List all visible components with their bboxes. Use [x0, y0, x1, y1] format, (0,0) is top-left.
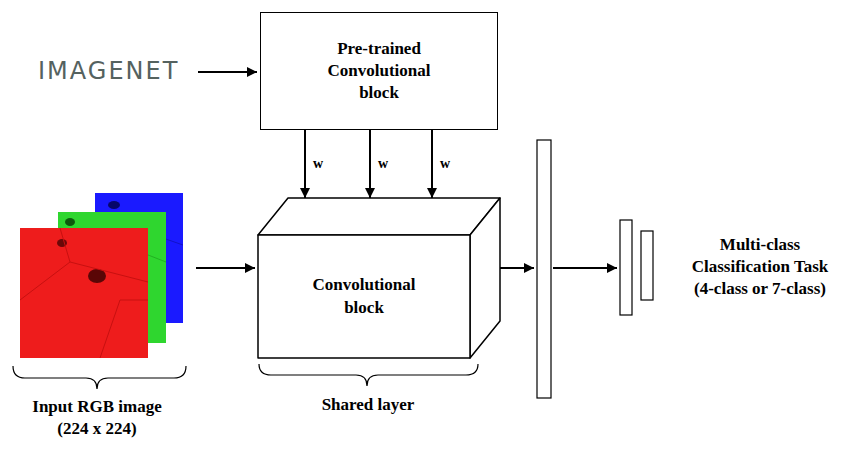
block-title: Pre-trained Convolutional block: [314, 38, 444, 104]
task-label: Multi-class Classification Task (4-class…: [680, 234, 840, 300]
dense-layer: [620, 220, 632, 315]
cell-nucleus: [88, 269, 106, 283]
text-holder: Convolutional block: [258, 235, 470, 358]
red-channel: [20, 228, 148, 358]
caption: Shared layer: [288, 394, 448, 416]
weight-transfer-arrow: [431, 130, 433, 198]
cube-face: [470, 198, 500, 358]
block-title: Convolutional block: [299, 274, 429, 318]
cell-nucleus: [65, 218, 75, 226]
cube-face: [258, 235, 470, 358]
caption: Input RGB image (224 x 224): [22, 396, 172, 440]
rgb-image: [20, 193, 183, 358]
edge-label: w: [438, 156, 452, 172]
brace: [259, 364, 478, 386]
brace: [13, 366, 186, 389]
edge-label: w: [376, 156, 390, 172]
flatten-layer: [537, 140, 551, 398]
cell-nucleus: [108, 201, 120, 209]
flow-arrow: [553, 267, 617, 269]
cube-block: Convolutional block: [258, 198, 500, 358]
text-holder: Pre-trained Convolutional block: [314, 38, 444, 104]
cell-edge: [20, 228, 148, 358]
weight-transfer-arrow: [304, 130, 306, 198]
dataset-logo: IMAGENET: [38, 56, 198, 87]
weight-transfer-arrow: [369, 130, 371, 198]
cube-face: [258, 198, 500, 235]
edge-label: w: [311, 156, 325, 172]
output-layer: [641, 231, 653, 300]
input-arrow: [196, 267, 255, 269]
process-box: Pre-trained Convolutional block: [260, 12, 498, 130]
input-arrow: [198, 71, 257, 73]
